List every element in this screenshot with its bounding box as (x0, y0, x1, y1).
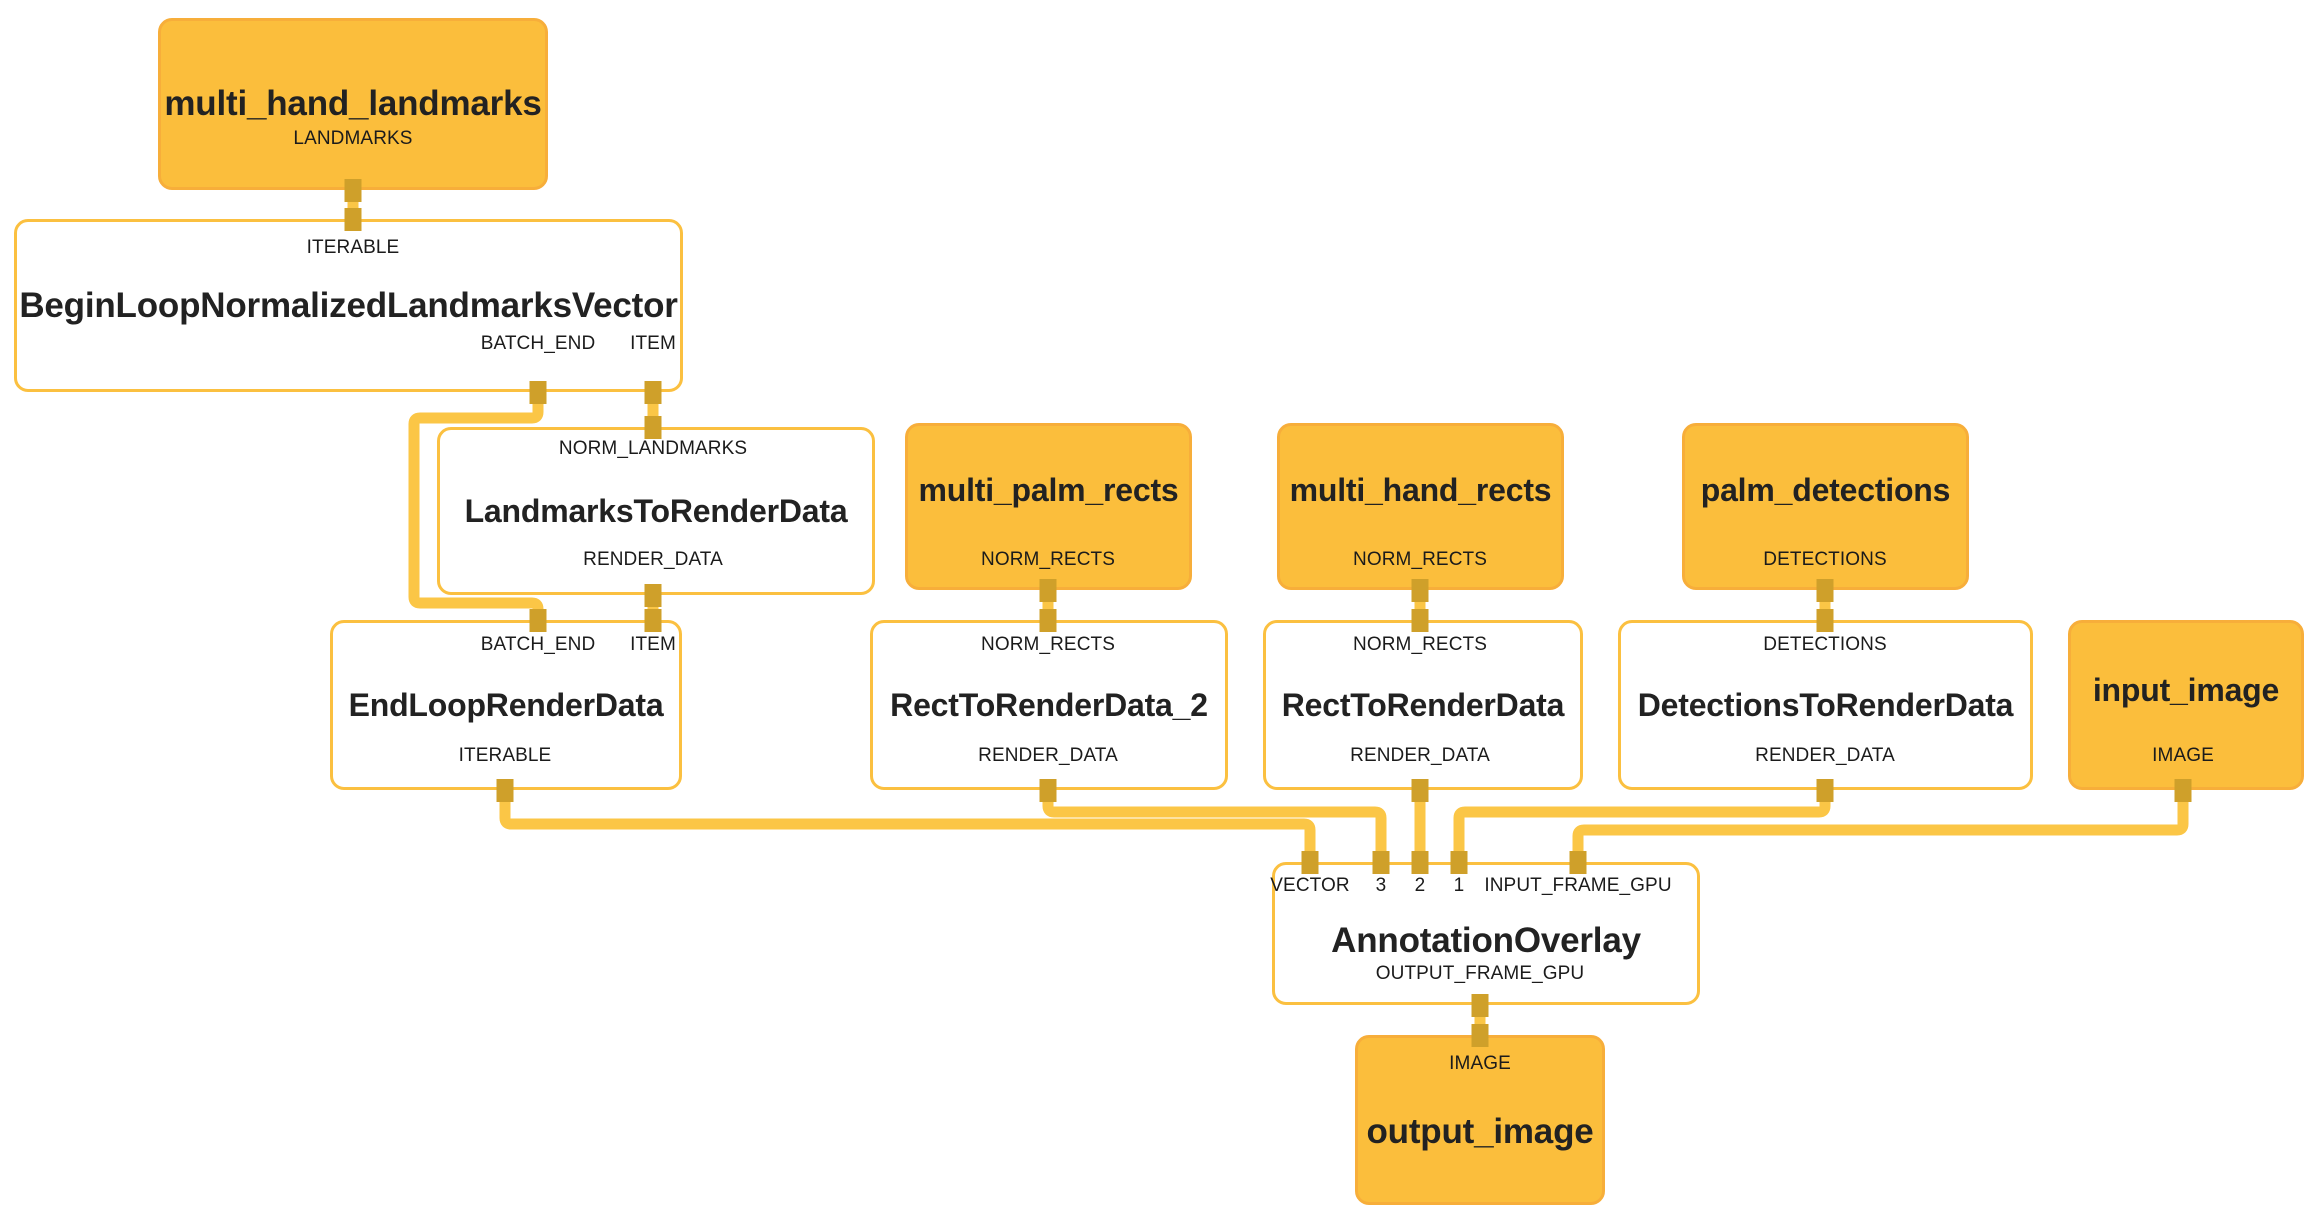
edge-iterable-to-vector (499, 790, 1316, 862)
port-annotation-overlay-3[interactable] (1372, 851, 1390, 874)
node-multi-hand-landmarks[interactable]: multi_hand_landmarks (158, 18, 548, 190)
node-end-loop-render-data[interactable]: EndLoopRenderData (330, 620, 682, 790)
port-detections-to-render-data-detections[interactable] (1816, 609, 1834, 632)
port-multi-hand-rects-norm-rects[interactable] (1411, 579, 1429, 602)
port-label-output-frame-gpu-out: OUTPUT_FRAME_GPU (1375, 963, 1585, 984)
port-end-loop-item[interactable] (644, 609, 662, 632)
port-label-input-image-out: IMAGE (2152, 745, 2214, 766)
port-output-image-image[interactable] (1471, 1024, 1489, 1047)
port-detections-to-render-data-render-data[interactable] (1816, 779, 1834, 802)
port-input-image-image[interactable] (2174, 779, 2192, 802)
node-detections-to-render-data[interactable]: DetectionsToRenderData (1618, 620, 2033, 790)
port-begin-loop-item[interactable] (644, 381, 662, 404)
node-title: BeginLoopNormalizedLandmarksVector (19, 285, 678, 325)
port-palm-detections-detections[interactable] (1816, 579, 1834, 602)
port-label-iterable-in: ITERABLE (306, 237, 400, 258)
port-label-dtrd-detections-in: DETECTIONS (1763, 634, 1887, 655)
port-label-end-loop-item-in: ITEM (630, 634, 676, 655)
port-rect-to-render-data-2-render-data[interactable] (1039, 779, 1057, 802)
port-annotation-overlay-1[interactable] (1450, 851, 1468, 874)
node-title: LandmarksToRenderData (464, 492, 848, 529)
port-annotation-overlay-2[interactable] (1411, 851, 1429, 874)
port-label-idx2-in: 2 (1414, 875, 1426, 896)
port-label-idx3-in: 3 (1375, 875, 1387, 896)
port-rect-to-render-data-norm-rects[interactable] (1411, 609, 1429, 632)
node-landmarks-to-render-data[interactable]: LandmarksToRenderData (437, 427, 875, 595)
port-label-palm-detections-out: DETECTIONS (1763, 549, 1887, 570)
node-title: input_image (2092, 671, 2280, 708)
port-label-end-loop-iterable-out: ITERABLE (458, 745, 552, 766)
port-multi-palm-rects-norm-rects[interactable] (1039, 579, 1057, 602)
node-annotation-overlay[interactable]: AnnotationOverlay (1272, 862, 1700, 1005)
port-landmarks-to-render-norm-landmarks[interactable] (644, 416, 662, 439)
port-annotation-overlay-input-frame-gpu[interactable] (1569, 851, 1587, 874)
node-title: RectToRenderData_2 (890, 686, 1208, 723)
port-label-output-image-in: IMAGE (1449, 1053, 1511, 1074)
port-label-rtrd2-norm-rects-in: NORM_RECTS (980, 634, 1116, 655)
node-title: AnnotationOverlay (1331, 920, 1641, 960)
port-begin-loop-batch-end[interactable] (529, 381, 547, 404)
port-label-input-frame-gpu-in: INPUT_FRAME_GPU (1484, 875, 1672, 896)
port-label-batch-end-out: BATCH_END (480, 333, 596, 354)
node-title: DetectionsToRenderData (1637, 686, 2014, 723)
port-label-rtrd-norm-rects-in: NORM_RECTS (1352, 634, 1488, 655)
port-annotation-overlay-vector[interactable] (1301, 851, 1319, 874)
node-output-image[interactable]: output_image (1355, 1035, 1605, 1205)
port-label-norm-landmarks-in: NORM_LANDMARKS (558, 438, 748, 459)
port-label-landmarks-out: LANDMARKS (293, 128, 413, 149)
port-label-hand-norm-rects-out: NORM_RECTS (1352, 549, 1488, 570)
edge-detectionsrender-to-port1 (1453, 790, 1831, 862)
port-label-end-loop-batch-end-in: BATCH_END (480, 634, 596, 655)
node-title: RectToRenderData (1281, 686, 1565, 723)
edge-inputimage-to-inputframegpu (1572, 790, 2189, 862)
port-label-item-out: ITEM (630, 333, 676, 354)
node-title: EndLoopRenderData (348, 686, 664, 723)
node-title: output_image (1366, 1112, 1594, 1151)
node-input-image[interactable]: input_image (2068, 620, 2304, 790)
node-begin-loop-normalized-landmarks-vector[interactable]: BeginLoopNormalizedLandmarksVector (14, 219, 683, 392)
port-begin-loop-iterable[interactable] (344, 208, 362, 231)
port-end-loop-iterable[interactable] (496, 779, 514, 802)
port-rect-to-render-data-2-norm-rects[interactable] (1039, 609, 1057, 632)
port-label-vector-in: VECTOR (1270, 875, 1350, 896)
port-label-palm-norm-rects-out: NORM_RECTS (980, 549, 1116, 570)
port-label-idx1-in: 1 (1453, 875, 1465, 896)
port-label-render-data-out: RENDER_DATA (583, 549, 723, 570)
port-end-loop-batch-end[interactable] (529, 609, 547, 632)
edge-renderdata2-to-port3 (1042, 790, 1387, 862)
port-multi-hand-landmarks-landmarks[interactable] (344, 179, 362, 202)
node-title: multi_palm_rects (918, 472, 1179, 508)
port-rect-to-render-data-render-data[interactable] (1411, 779, 1429, 802)
port-label-dtrd-render-data-out: RENDER_DATA (1755, 745, 1895, 766)
node-title: palm_detections (1700, 472, 1951, 508)
node-multi-palm-rects[interactable]: multi_palm_rects (905, 423, 1192, 590)
port-label-rtrd2-render-data-out: RENDER_DATA (978, 745, 1118, 766)
node-title: multi_hand_rects (1289, 472, 1552, 508)
node-palm-detections[interactable]: palm_detections (1682, 423, 1969, 590)
port-landmarks-to-render-render-data[interactable] (644, 584, 662, 607)
port-label-rtrd-render-data-out: RENDER_DATA (1350, 745, 1490, 766)
node-title: multi_hand_landmarks (164, 84, 542, 123)
port-annotation-overlay-output-frame-gpu[interactable] (1471, 994, 1489, 1017)
